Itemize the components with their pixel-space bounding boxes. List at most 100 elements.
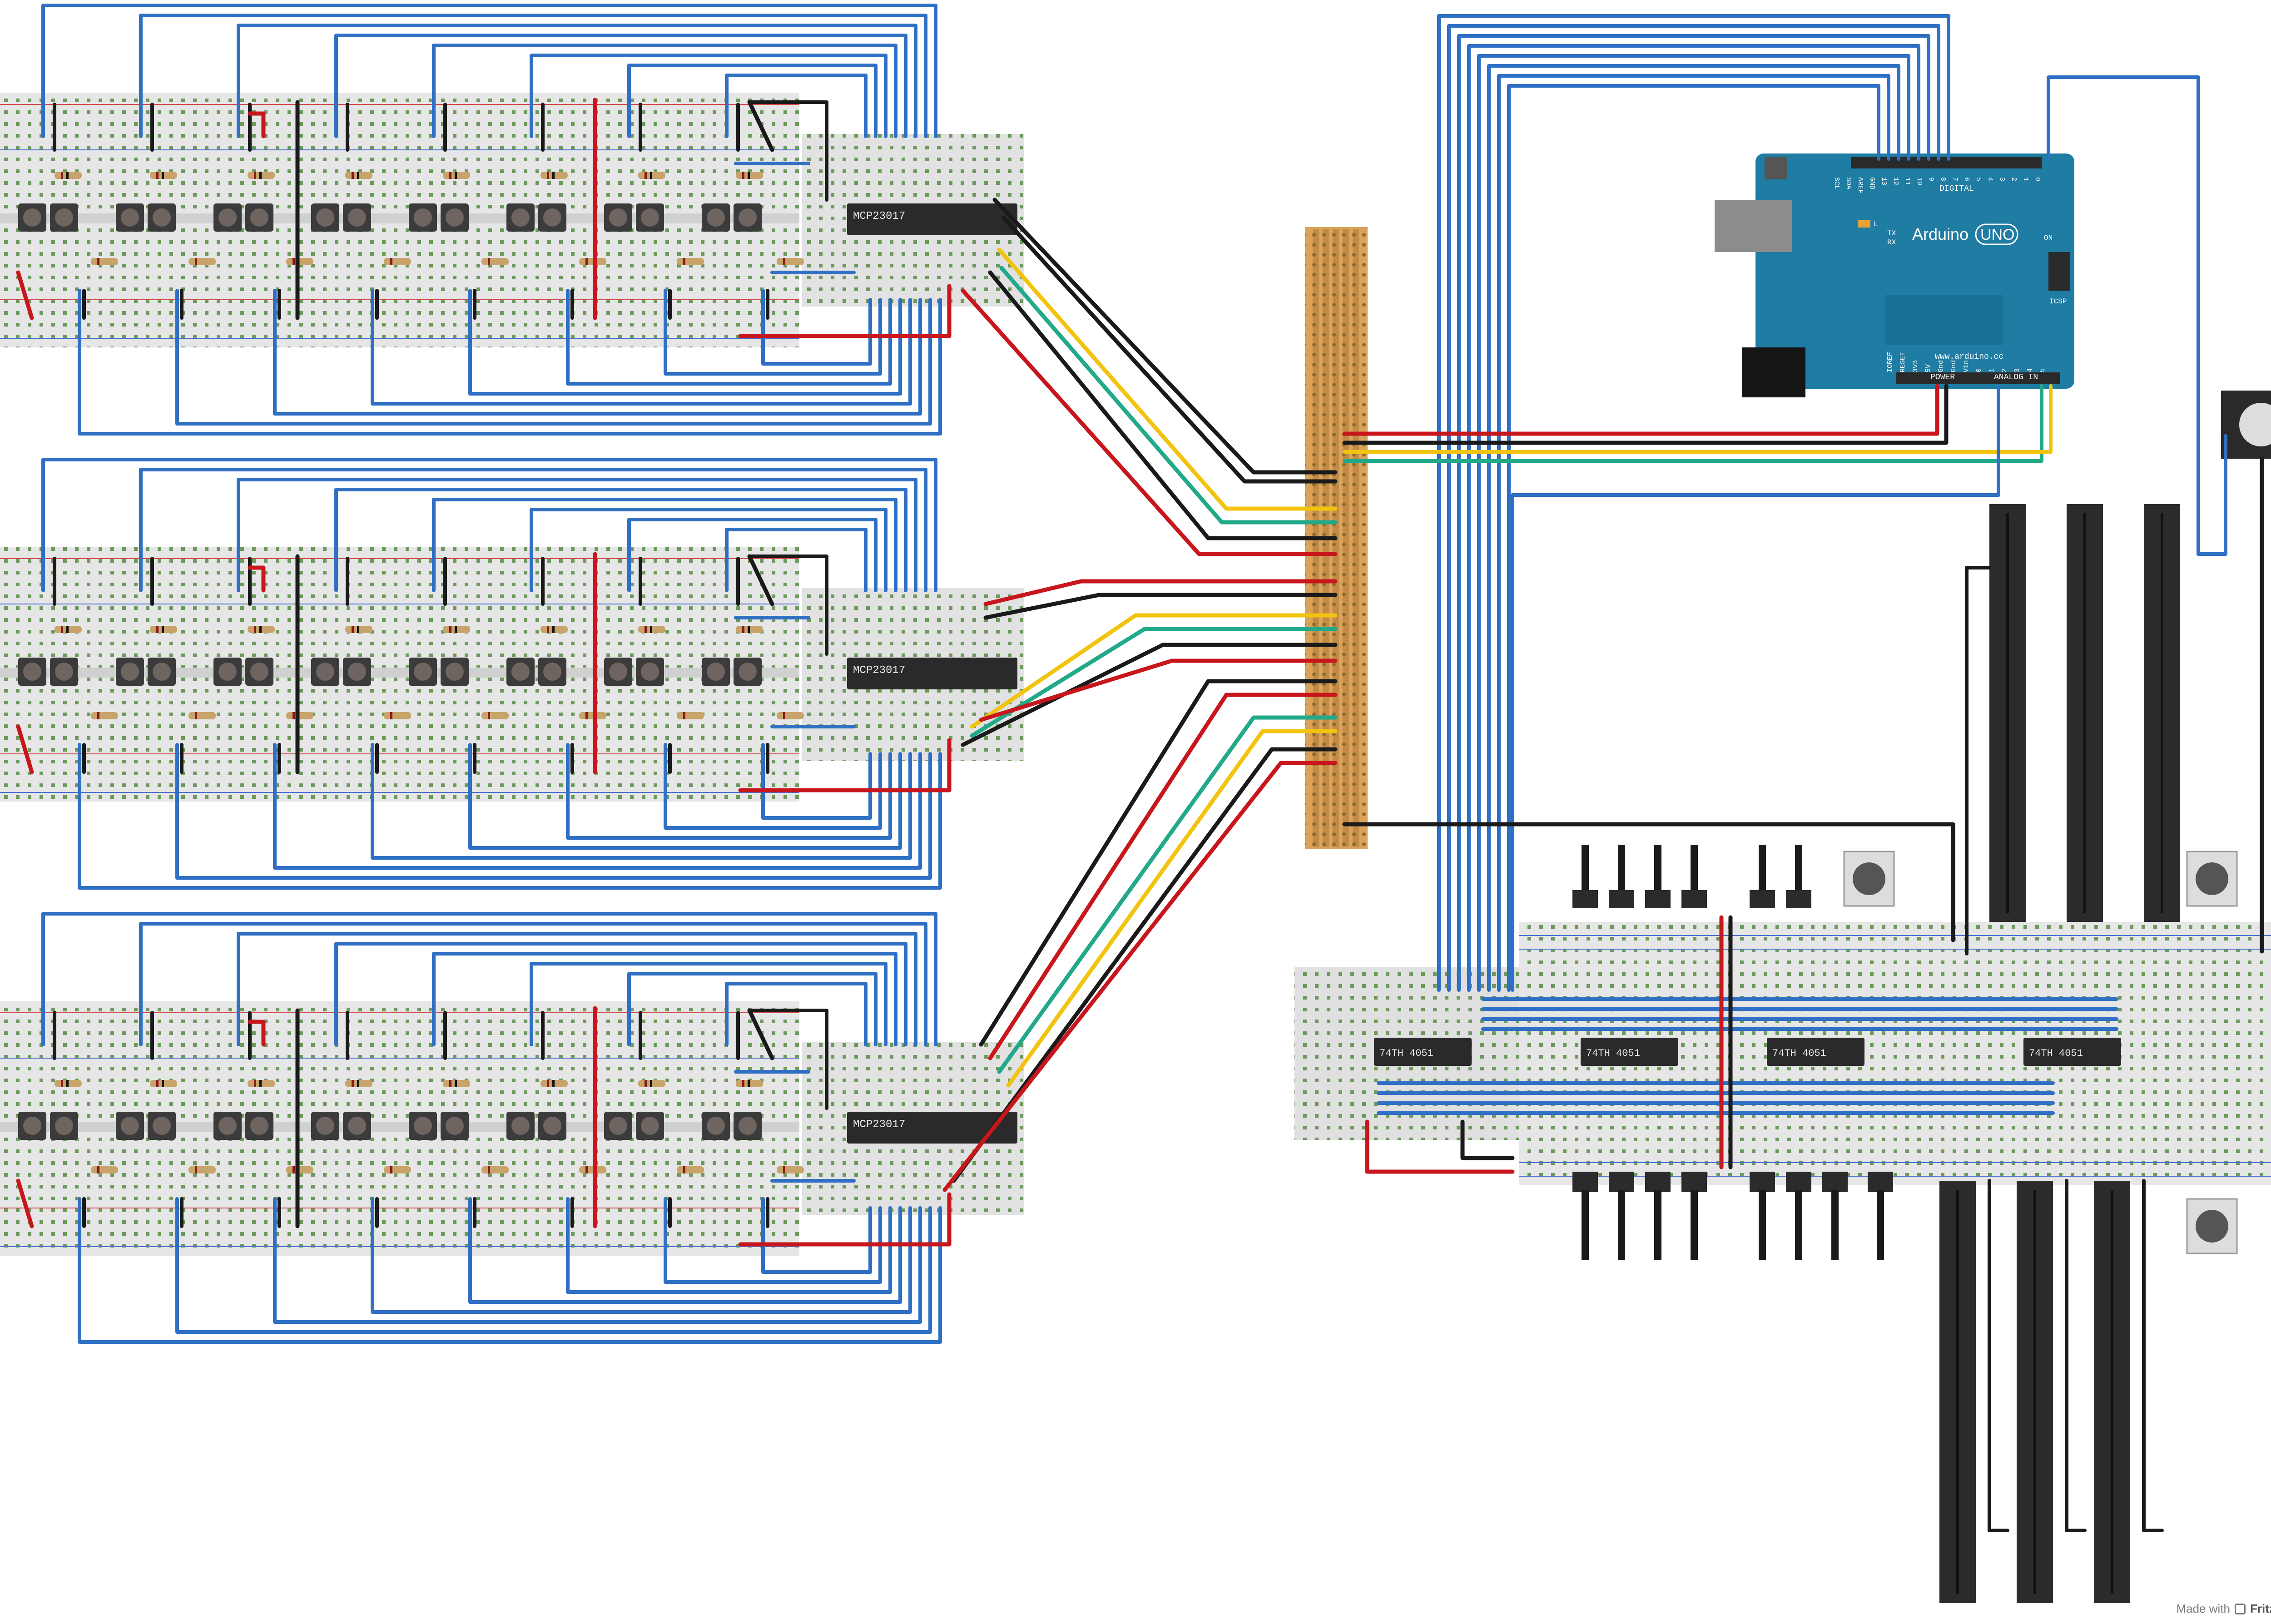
blue-jumper-wire [468, 743, 902, 850]
blue-jumper-wire [530, 54, 888, 138]
midi-jack-face [2239, 403, 2271, 446]
arduino-digital-wire [1437, 14, 1950, 992]
footer-brand[interactable]: Fritzing.org [2250, 1602, 2271, 1615]
arduino-bottom-pin-label: Vin [1963, 360, 1970, 372]
resistor-band [488, 712, 490, 719]
resistor [579, 712, 606, 719]
push-button-cap [121, 208, 139, 227]
resistor-band [195, 1166, 197, 1173]
resistor-band [66, 172, 69, 179]
breadboard-channel [0, 1122, 799, 1132]
black-jumper-wire [748, 1009, 828, 1110]
resistor-band [683, 1166, 685, 1173]
blue-jumper-wire [41, 912, 937, 1046]
switch-body [1786, 890, 1811, 908]
resistor-band [783, 1166, 785, 1173]
green-bus-wire [999, 266, 1338, 525]
resistor-band [783, 258, 785, 265]
resistor-band [645, 172, 647, 179]
breadboard-channel [0, 668, 799, 678]
rotary-potentiometer [1843, 851, 1895, 907]
blue-jumper-wire [432, 498, 897, 592]
switch-body [1609, 890, 1634, 908]
blue-jumper-wire [627, 518, 878, 592]
resistor [677, 712, 704, 719]
green-bus-wire [997, 715, 1338, 1074]
push-button-cap [153, 208, 171, 227]
resistor-band [66, 1080, 69, 1087]
blue-jumper-wire [175, 1197, 932, 1334]
red-jumper-wire [16, 724, 34, 774]
arduino-bottom-pin-label: Gnd [1937, 360, 1945, 372]
slide-switch [1618, 845, 1625, 895]
switch-body [1750, 1172, 1775, 1192]
yellow-bus-wire [1006, 729, 1338, 1088]
button-breadboard-1 [0, 93, 1024, 347]
resistor-band [259, 1080, 262, 1087]
push-button-cap [707, 208, 725, 227]
blue-jumper-wire [530, 962, 888, 1046]
yellow-bus-wire [970, 613, 1338, 729]
red-bus-wire [979, 659, 1338, 722]
switch-body [1786, 1172, 1811, 1192]
ground-return-wire [1342, 822, 1955, 942]
arduino-top-pin-label: 3 [1998, 177, 2006, 181]
push-button-cap [609, 208, 627, 227]
resistor-band [254, 626, 256, 633]
wires [16, 4, 2264, 1532]
mcp23017-chip [847, 658, 1017, 689]
fader-wire [1988, 1179, 2009, 1532]
black-bus-wire [979, 679, 1338, 1047]
resistor-band [585, 712, 588, 719]
push-button-cap [348, 208, 366, 227]
usb-connector [1715, 200, 1792, 252]
resistor-band [97, 712, 99, 719]
mux-4051-chip [1374, 1038, 1472, 1066]
resistor-band [66, 626, 69, 633]
push-button-cap [121, 1117, 139, 1135]
resistor-band [293, 712, 295, 719]
resistor [188, 1166, 216, 1173]
red-bus-wire [988, 693, 1338, 1060]
blue-jumper-wire [371, 743, 912, 860]
resistor-band [650, 1080, 652, 1087]
arduino-top-pin-label: 5 [1974, 177, 1982, 181]
switch-body [1681, 890, 1707, 908]
blue-jumper-wire [566, 1197, 892, 1294]
resistor-band [455, 626, 457, 633]
resistor-band [748, 626, 750, 633]
mux-4051-chip [2023, 1038, 2121, 1066]
black-bus-wire [992, 198, 1338, 475]
push-button-cap [153, 663, 171, 681]
arduino-top-pin-label: GND [1868, 177, 1876, 189]
arduino-top-pin-label: 4 [1986, 177, 1994, 181]
blue-jumper-wire [175, 743, 932, 880]
arduino-bottom-pin-label: RESET [1899, 352, 1907, 372]
arduino-model-label: UNO [1980, 226, 2015, 243]
red-bus-wire [942, 761, 1338, 1192]
push-button-cap [316, 208, 334, 227]
red-jumper-wire [738, 1192, 952, 1247]
resistor [481, 712, 509, 719]
i2c-scl-wire [1343, 384, 2053, 454]
switch-body [1609, 1172, 1634, 1192]
resistor-band [156, 626, 159, 633]
push-button-cap [348, 663, 366, 681]
blue-jumper-wire [566, 743, 892, 840]
push-button-cap [55, 208, 73, 227]
power-jack [1742, 347, 1805, 397]
arduino-digital-wire [1467, 44, 1920, 992]
resistor-band [61, 172, 63, 179]
resistor [481, 1166, 509, 1173]
arduino-top-pin-label: 10 [1915, 177, 1923, 185]
fritzing-logo-icon [2235, 1603, 2246, 1614]
resistor [286, 712, 313, 719]
mux-4051-chip [1767, 1038, 1864, 1066]
resistor [579, 258, 606, 265]
push-button-cap [316, 1117, 334, 1135]
push-button-cap [707, 663, 725, 681]
arduino-bottom-pin-label: 2 [2001, 368, 2008, 372]
resistor [286, 1166, 313, 1173]
push-button-cap [609, 663, 627, 681]
